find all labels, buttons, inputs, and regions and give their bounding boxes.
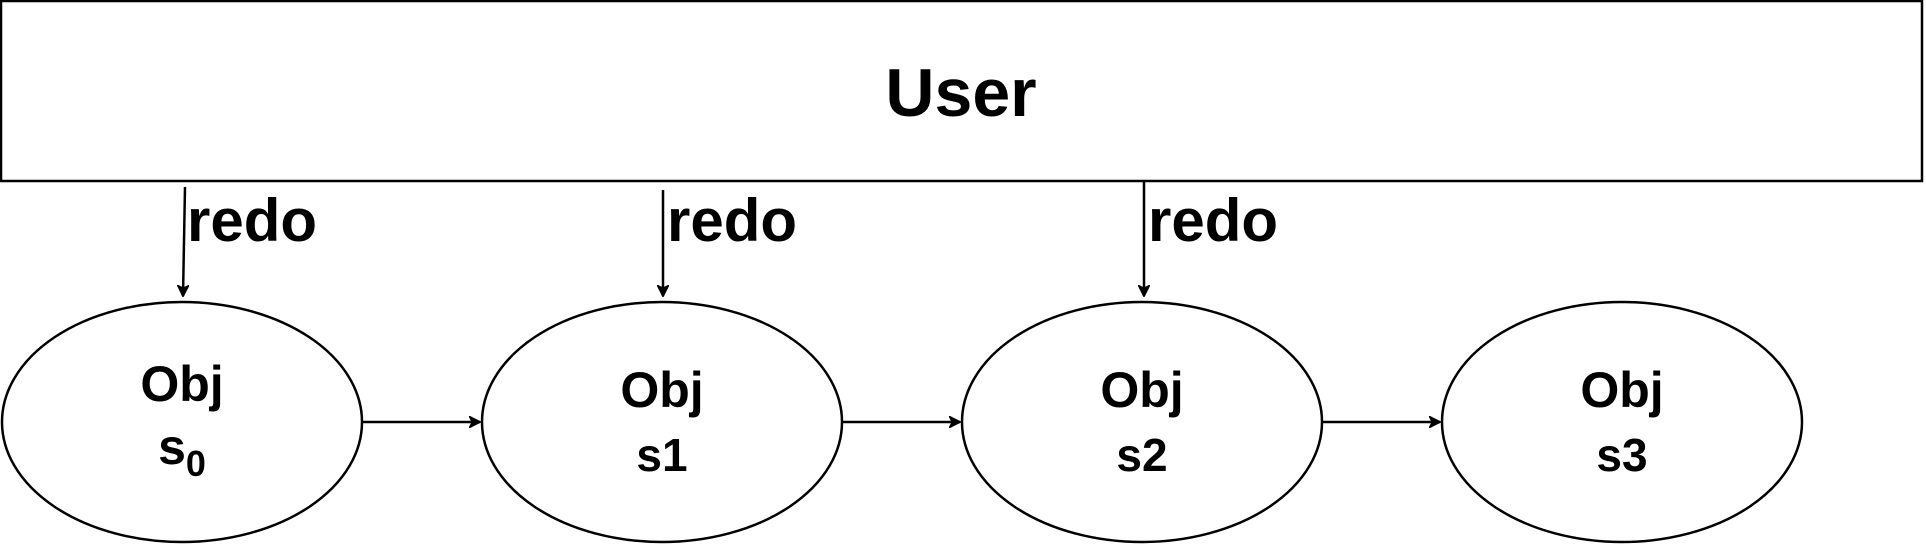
redo-label-1: redo (667, 187, 797, 254)
state-node-1[interactable]: Obj s1 (480, 300, 844, 544)
state-title-1: Obj (620, 362, 703, 418)
user-box[interactable]: User (0, 0, 1924, 183)
redo-arrow-0 (183, 186, 185, 296)
state-title-3: Obj (1580, 362, 1663, 418)
state-node-2[interactable]: Obj s2 (960, 300, 1324, 544)
state-title-0: Obj (140, 356, 223, 412)
user-label: User (885, 55, 1036, 131)
state-label-0-subscript: 0 (186, 443, 206, 484)
state-label-1: s1 (636, 429, 687, 481)
state-node-3[interactable]: Obj s3 (1440, 300, 1804, 544)
state-label-0: s0 (158, 419, 206, 484)
state-label-0-base: s (158, 419, 186, 475)
redo-label-2: redo (1148, 187, 1278, 254)
state-label-2: s2 (1116, 429, 1167, 481)
state-title-2: Obj (1100, 362, 1183, 418)
state-label-3: s3 (1596, 429, 1647, 481)
redo-label-0: redo (187, 187, 317, 254)
state-node-0[interactable]: Obj s0 (0, 300, 364, 544)
